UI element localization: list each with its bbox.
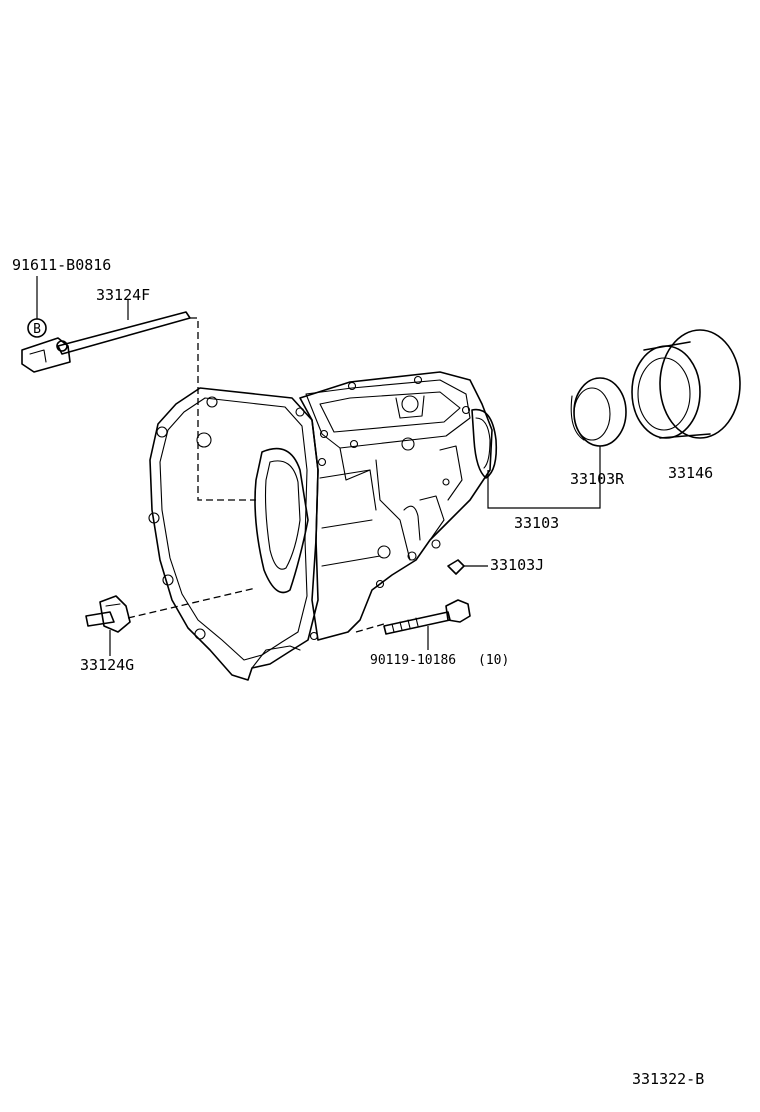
bearing-ring [570,377,627,447]
transmission-case [148,371,498,681]
label-lever: 33124G [80,656,134,674]
label-bolt: 90119-10186 [370,653,456,668]
drain-plug [447,559,465,575]
leader-case [487,446,601,509]
extension-cover [631,329,741,439]
label-rod: 33124F [96,286,150,304]
label-bolt-top: 91611-B0816 [12,256,111,274]
rod-dash-line [190,317,256,501]
shift-rod [21,311,191,373]
label-cover: 33146 [668,464,713,482]
marker-b-badge: B [27,318,47,338]
bolt-dash-line [355,623,385,633]
label-bolt-qty: (10) [478,653,509,668]
label-case: 33103 [514,514,559,532]
label-plug: 33103J [490,556,544,574]
lever-dash-line [127,587,257,619]
case-bolt [383,599,471,635]
diagram-id: 331322-B [632,1070,704,1088]
label-bearing: 33103R [570,470,625,488]
svg-text:B: B [33,322,41,337]
select-lever [85,595,131,633]
